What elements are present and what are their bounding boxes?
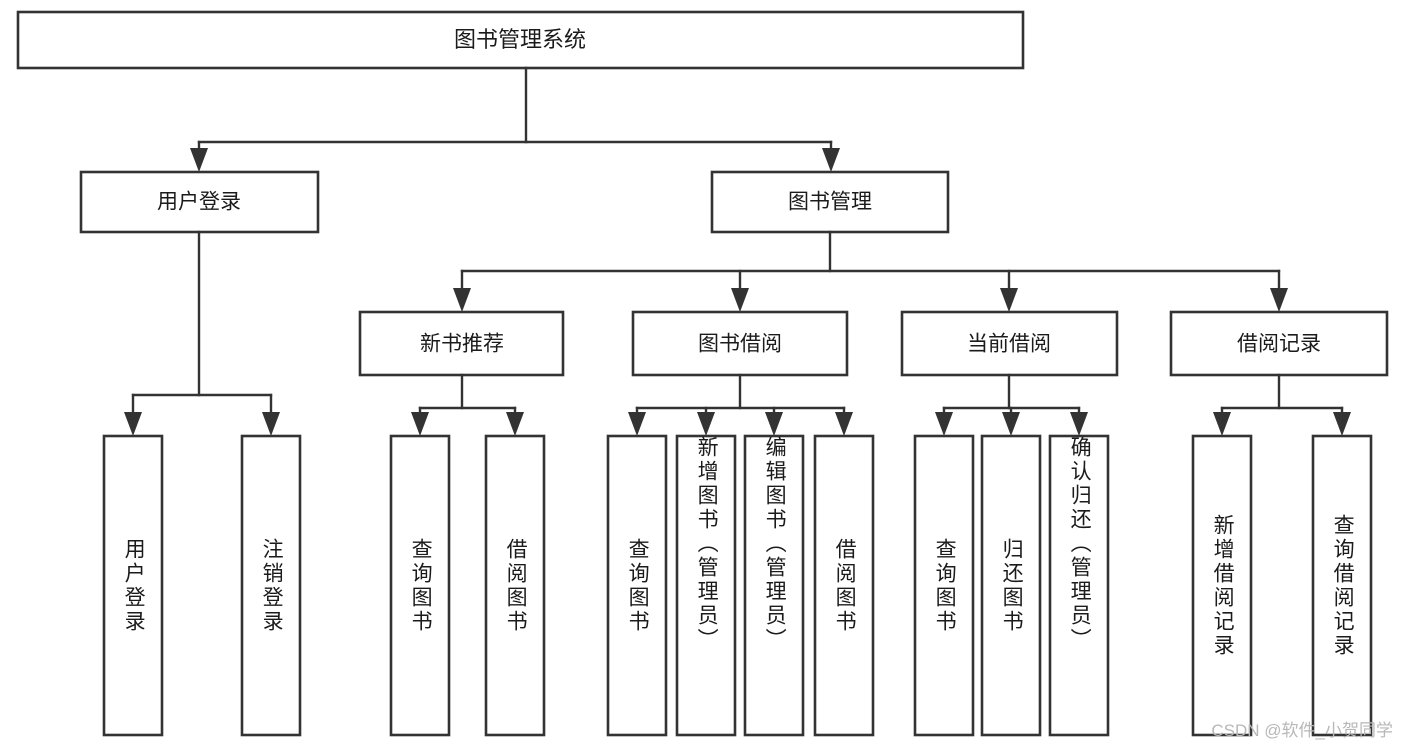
node-root-label: 图书管理系统 <box>454 27 586 52</box>
node-leaf-add-book-box[interactable] <box>675 434 737 737</box>
arrow-head-leaf-query-book-2 <box>628 412 646 436</box>
node-leaf-query-record-box[interactable] <box>1311 434 1373 737</box>
connector-book-management-to-level2 <box>453 230 1288 312</box>
watermark: CSDN @软件_小贺同学 <box>1211 721 1393 740</box>
node-current-borrow-box[interactable] <box>900 310 1119 377</box>
connector-new-book-recommend-to-leaves <box>411 373 524 436</box>
node-borrow-record-label: 借阅记录 <box>1237 333 1321 356</box>
arrow-head-leaf-return-book <box>1002 412 1020 436</box>
node-leaf-query-book-1-box[interactable] <box>389 434 451 737</box>
arrow-head-leaf-borrow-book-1 <box>506 412 524 436</box>
node-book-management-label: 图书管理 <box>788 191 872 214</box>
node-book-borrow-label: 图书借阅 <box>698 333 782 356</box>
arrow-head-leaf-confirm-return <box>1070 412 1088 436</box>
arrow-head-book-borrow <box>731 288 749 312</box>
connector-root-to-level1 <box>190 66 840 172</box>
arrow-head-new-book-recommend <box>453 288 471 312</box>
arrow-head-leaf-query-book-3 <box>935 412 953 436</box>
arrow-head-leaf-edit-book <box>765 412 783 436</box>
node-root-box[interactable] <box>16 10 1025 70</box>
node-user-login[interactable]: 用户登录 <box>79 170 320 234</box>
arrow-head-book-management <box>822 148 840 172</box>
node-leaf-borrow-book-1-box[interactable] <box>484 434 546 737</box>
arrow-head-leaf-logout <box>262 412 280 436</box>
node-borrow-record-box[interactable] <box>1169 310 1389 377</box>
node-book-borrow-box[interactable] <box>631 310 849 377</box>
node-leaf-query-book-3-box[interactable] <box>913 434 975 737</box>
arrow-head-current-borrow <box>1000 288 1018 312</box>
arrow-head-leaf-add-record <box>1213 412 1231 436</box>
node-user-login-label: 用户登录 <box>157 191 241 214</box>
node-book-management-box[interactable] <box>710 170 950 234</box>
node-current-borrow-label: 当前借阅 <box>967 333 1051 356</box>
node-leaf-borrow-book-2-box[interactable] <box>813 434 875 737</box>
node-new-book-recommend-box[interactable] <box>358 310 565 377</box>
arrow-head-borrow-record <box>1270 288 1288 312</box>
node-leaf-user-login-box[interactable] <box>102 434 164 737</box>
node-current-borrow[interactable]: 当前借阅 <box>900 310 1119 377</box>
node-book-borrow[interactable]: 图书借阅 <box>631 310 849 377</box>
node-new-book-recommend[interactable]: 新书推荐 <box>358 310 565 377</box>
connector-user-login-to-leaves <box>124 230 280 436</box>
connector-book-borrow-to-leaves <box>628 373 853 436</box>
node-leaf-logout-box[interactable] <box>240 434 302 737</box>
node-book-management[interactable]: 图书管理 <box>710 170 950 234</box>
node-new-book-recommend-label: 新书推荐 <box>420 333 504 356</box>
node-leaf-add-record-box[interactable] <box>1191 434 1253 737</box>
connector-current-borrow-to-leaves <box>935 373 1088 436</box>
arrow-head-leaf-add-book <box>697 412 715 436</box>
node-leaf-edit-book-box[interactable] <box>743 434 805 737</box>
node-root[interactable]: 图书管理系统 <box>16 10 1025 70</box>
arrow-head-leaf-query-record <box>1333 412 1351 436</box>
arrow-head-leaf-borrow-book-2 <box>835 412 853 436</box>
node-leaf-confirm-return-box[interactable] <box>1048 434 1110 737</box>
node-leaf-return-book-box[interactable] <box>980 434 1042 737</box>
arrow-head-user-login <box>190 148 208 172</box>
connector-borrow-record-to-leaves <box>1213 373 1351 436</box>
node-borrow-record[interactable]: 借阅记录 <box>1169 310 1389 377</box>
arrow-head-leaf-query-book-1 <box>411 412 429 436</box>
arrow-head-leaf-user-login <box>124 412 142 436</box>
node-leaf-query-book-2-box[interactable] <box>606 434 668 737</box>
